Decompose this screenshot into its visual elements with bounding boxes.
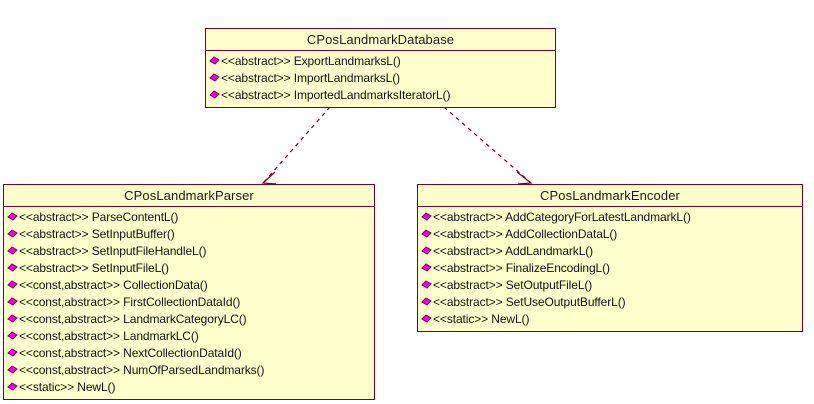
class-member-label: <<abstract>> SetInputBuffer() xyxy=(19,227,175,241)
connector-line xyxy=(443,106,531,183)
magenta-diamond-icon xyxy=(421,313,432,324)
class-member-label: <<const,abstract>> NumOfParsedLandmarks(… xyxy=(19,363,265,377)
member-list: <<abstract>> ExportLandmarksL() <<abstra… xyxy=(206,51,555,107)
connector-database-to-encoder xyxy=(443,106,533,185)
class-member-label: <<abstract>> SetUseOutputBufferL() xyxy=(433,295,626,309)
class-member-label: <<abstract>> ImportLandmarksL() xyxy=(221,71,400,85)
magenta-diamond-icon xyxy=(7,381,18,392)
class-member[interactable]: <<static>> NewL() xyxy=(4,379,374,396)
magenta-diamond-icon xyxy=(421,296,432,307)
magenta-diamond-icon xyxy=(421,262,432,273)
class-member[interactable]: <<abstract>> ImportedLandmarksIteratorL(… xyxy=(206,87,555,104)
class-member-label: <<abstract>> AddCollectionDataL() xyxy=(433,227,618,241)
class-title: CPosLandmarkDatabase xyxy=(206,29,555,51)
class-member-label: <<const,abstract>> FirstCollectionDataId… xyxy=(19,295,241,309)
magenta-diamond-icon xyxy=(7,228,18,239)
magenta-diamond-icon xyxy=(7,279,18,290)
class-member-label: <<abstract>> ExportLandmarksL() xyxy=(221,54,401,68)
class-member-label: <<abstract>> ParseContentL() xyxy=(19,210,179,224)
uml-class-cposlandmarkdatabase[interactable]: CPosLandmarkDatabase <<abstract>> Export… xyxy=(205,28,556,108)
uml-class-cposlandmarkencoder[interactable]: CPosLandmarkEncoder <<abstract>> AddCate… xyxy=(417,184,803,332)
magenta-diamond-icon xyxy=(421,228,432,239)
uml-class-cposlandmarkparser[interactable]: CPosLandmarkParser <<abstract>> ParseCon… xyxy=(3,184,375,400)
class-member-label: <<static>> NewL() xyxy=(433,312,530,326)
class-member-label: <<const,abstract>> NextCollectionDataId(… xyxy=(19,346,242,360)
class-member[interactable]: <<abstract>> ParseContentL() xyxy=(4,209,374,226)
class-member-label: <<static>> NewL() xyxy=(19,380,116,394)
class-member[interactable]: <<const,abstract>> NumOfParsedLandmarks(… xyxy=(4,362,374,379)
connector-database-to-parser xyxy=(261,106,331,185)
class-member-label: <<const,abstract>> CollectionData() xyxy=(19,278,208,292)
class-member-label: <<abstract>> SetInputFileL() xyxy=(19,261,169,275)
magenta-diamond-icon xyxy=(421,211,432,222)
class-member[interactable]: <<abstract>> SetInputBuffer() xyxy=(4,226,374,243)
class-title: CPosLandmarkParser xyxy=(4,185,374,207)
class-member[interactable]: <<const,abstract>> LandmarkCategoryLC() xyxy=(4,311,374,328)
magenta-diamond-icon xyxy=(209,55,220,66)
magenta-diamond-icon xyxy=(7,262,18,273)
class-title: CPosLandmarkEncoder xyxy=(418,185,802,207)
magenta-diamond-icon xyxy=(7,313,18,324)
class-member-label: <<const,abstract>> LandmarkCategoryLC() xyxy=(19,312,247,326)
class-member[interactable]: <<abstract>> ExportLandmarksL() xyxy=(206,53,555,70)
class-member[interactable]: <<abstract>> SetOutputFileL() xyxy=(418,277,802,294)
arrowhead-open xyxy=(516,171,533,185)
class-member[interactable]: <<abstract>> SetUseOutputBufferL() xyxy=(418,294,802,311)
class-member[interactable]: <<abstract>> AddLandmarkL() xyxy=(418,243,802,260)
class-member[interactable]: <<abstract>> AddCollectionDataL() xyxy=(418,226,802,243)
member-list: <<abstract>> ParseContentL() <<abstract>… xyxy=(4,207,374,399)
magenta-diamond-icon xyxy=(421,245,432,256)
magenta-diamond-icon xyxy=(421,279,432,290)
class-member[interactable]: <<const,abstract>> FirstCollectionDataId… xyxy=(4,294,374,311)
connector-line xyxy=(263,106,331,183)
class-member-label: <<abstract>> SetInputFileHandleL() xyxy=(19,244,207,258)
class-member[interactable]: <<abstract>> SetInputFileL() xyxy=(4,260,374,277)
class-member[interactable]: <<abstract>> SetInputFileHandleL() xyxy=(4,243,374,260)
arrowhead-open xyxy=(261,171,277,185)
magenta-diamond-icon xyxy=(7,364,18,375)
class-member[interactable]: <<abstract>> AddCategoryForLatestLandmar… xyxy=(418,209,802,226)
magenta-diamond-icon xyxy=(7,245,18,256)
class-member-label: <<abstract>> ImportedLandmarksIteratorL(… xyxy=(221,88,451,102)
class-member-label: <<abstract>> AddCategoryForLatestLandmar… xyxy=(433,210,691,224)
class-member[interactable]: <<abstract>> ImportLandmarksL() xyxy=(206,70,555,87)
magenta-diamond-icon xyxy=(7,296,18,307)
member-list: <<abstract>> AddCategoryForLatestLandmar… xyxy=(418,207,802,331)
class-member[interactable]: <<const,abstract>> LandmarkLC() xyxy=(4,328,374,345)
magenta-diamond-icon xyxy=(209,89,220,100)
magenta-diamond-icon xyxy=(209,72,220,83)
class-member[interactable]: <<const,abstract>> CollectionData() xyxy=(4,277,374,294)
class-member[interactable]: <<const,abstract>> NextCollectionDataId(… xyxy=(4,345,374,362)
class-member-label: <<abstract>> SetOutputFileL() xyxy=(433,278,593,292)
magenta-diamond-icon xyxy=(7,330,18,341)
class-member-label: <<abstract>> AddLandmarkL() xyxy=(433,244,594,258)
class-member[interactable]: <<abstract>> FinalizeEncodingL() xyxy=(418,260,802,277)
class-member[interactable]: <<static>> NewL() xyxy=(418,311,802,328)
class-member-label: <<const,abstract>> LandmarkLC() xyxy=(19,329,199,343)
class-member-label: <<abstract>> FinalizeEncodingL() xyxy=(433,261,610,275)
magenta-diamond-icon xyxy=(7,211,18,222)
magenta-diamond-icon xyxy=(7,347,18,358)
